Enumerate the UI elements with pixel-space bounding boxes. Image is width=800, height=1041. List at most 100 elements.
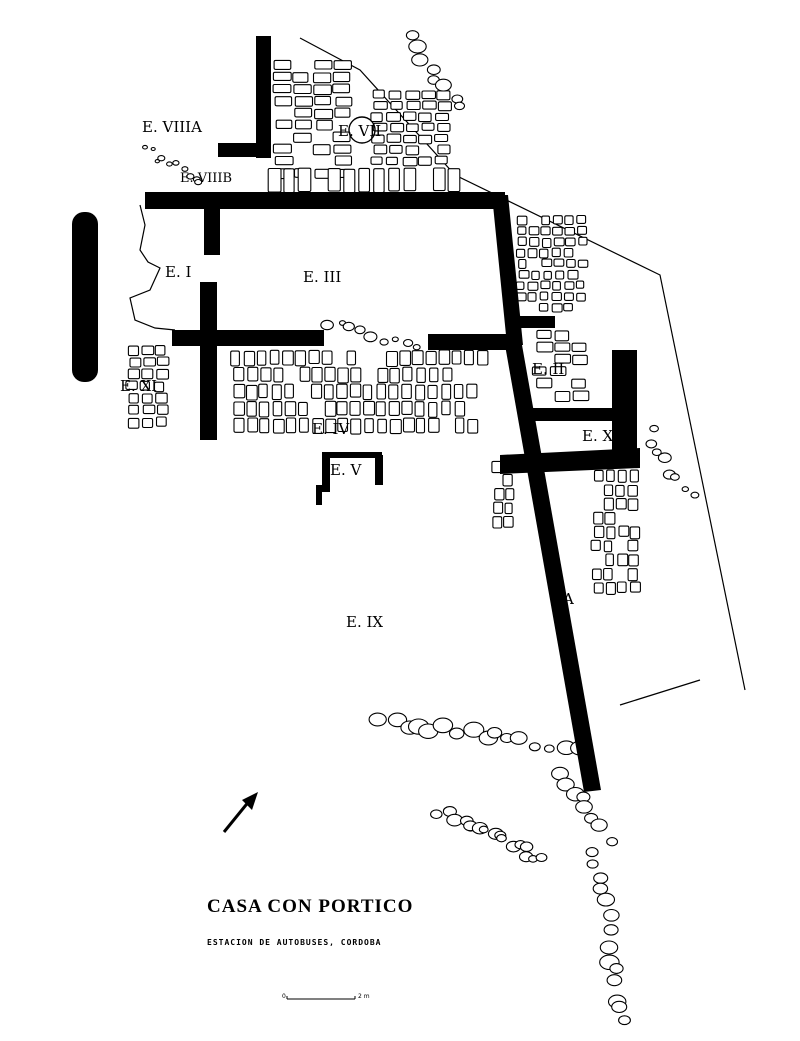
paving-stone <box>272 401 283 417</box>
paving-stone <box>406 123 419 133</box>
paving-stone <box>386 133 402 143</box>
paving-stone <box>141 368 154 380</box>
paving-stone <box>551 247 561 258</box>
paving-stone <box>373 101 388 110</box>
rubble-stone <box>657 452 672 464</box>
paving-stone <box>518 258 527 269</box>
paving-stone <box>463 349 474 366</box>
rubble-stone <box>496 834 507 843</box>
paving-stone <box>553 258 565 267</box>
rubble-stone <box>402 338 414 348</box>
paving-stone <box>543 270 552 280</box>
paving-stone <box>349 383 362 398</box>
paving-stone <box>538 302 549 312</box>
paving-stone <box>502 473 513 487</box>
paving-stone <box>313 84 332 96</box>
paving-stone <box>540 280 551 290</box>
paving-stone <box>415 384 426 401</box>
paving-stone <box>437 122 451 132</box>
paving-stone <box>388 401 400 416</box>
paving-stone <box>386 112 402 122</box>
paving-stone <box>337 367 349 384</box>
paving-stone <box>593 511 604 525</box>
paving-stone <box>563 247 574 258</box>
paving-stone <box>314 60 333 70</box>
scale-bar: 0 2 m <box>282 993 370 1000</box>
scale-end-label: 2 m <box>358 993 370 1000</box>
paving-stone <box>605 582 616 595</box>
paving-stone <box>552 281 561 291</box>
rubble-stone <box>681 486 690 493</box>
wall-middle-east <box>428 334 510 350</box>
label-room-i: E. I <box>165 263 191 281</box>
rubble-stone <box>519 841 534 852</box>
paving-stone <box>274 155 294 166</box>
paving-stone <box>294 107 313 118</box>
paving-stone <box>273 367 284 383</box>
paving-stone <box>233 417 245 433</box>
paving-stone <box>275 119 293 129</box>
paving-stone <box>311 366 323 383</box>
paving-stone <box>554 330 570 342</box>
paving-stone <box>283 168 295 194</box>
rubble-stone <box>379 338 389 346</box>
wall-e1-divider-lower <box>200 282 217 440</box>
paving-stone <box>528 226 540 236</box>
paving-stone <box>246 401 257 417</box>
rubble-stone <box>543 744 555 753</box>
paving-stone <box>334 155 353 166</box>
label-wall-a: A <box>562 590 574 608</box>
paving-stone <box>516 215 528 226</box>
rubble-stone <box>599 940 619 955</box>
paving-stone <box>388 90 402 100</box>
rubble-stone <box>651 448 662 457</box>
wall-middle <box>172 330 324 346</box>
paving-stone <box>552 226 563 236</box>
paving-stone <box>428 401 438 418</box>
wall-e5-box-right <box>375 455 383 485</box>
rubble-stone <box>669 473 680 481</box>
rubble-stone <box>611 1000 628 1014</box>
paving-stone <box>515 248 526 258</box>
paving-stone <box>406 100 421 111</box>
paving-stone <box>141 417 154 429</box>
paving-stone <box>141 393 153 404</box>
paving-stone <box>629 526 641 540</box>
paving-stone <box>385 156 398 166</box>
label-room-iv: E. IV <box>312 420 350 438</box>
paving-stone <box>551 291 562 302</box>
paving-stone <box>518 270 530 279</box>
paving-stone <box>627 484 638 497</box>
paving-stone <box>292 72 309 83</box>
paving-stone <box>389 418 402 435</box>
paving-stone <box>590 539 601 551</box>
paving-stone <box>577 225 588 235</box>
rubble-stone <box>408 39 427 54</box>
paving-stone <box>336 401 348 416</box>
paving-stone <box>503 515 514 528</box>
paving-stone <box>373 144 388 155</box>
label-room-xii: E. XII <box>582 427 625 445</box>
paving-stone <box>333 144 352 154</box>
paving-stone <box>566 258 576 268</box>
rubble-stone <box>645 439 658 449</box>
rubble-stone <box>150 146 156 152</box>
rubble-stone <box>478 825 489 834</box>
paving-stone <box>155 416 167 427</box>
paving-stone <box>442 367 453 382</box>
paving-stone <box>372 122 388 132</box>
paving-stone <box>294 96 314 107</box>
label-room-v: E. V <box>330 461 362 479</box>
paving-stone <box>372 89 385 99</box>
label-room-iii: E. III <box>303 268 341 286</box>
paving-stone <box>362 384 373 401</box>
paving-stone <box>271 384 282 401</box>
paving-stone <box>531 270 540 281</box>
paving-stone <box>314 95 332 106</box>
rubble-stone <box>391 336 399 343</box>
rubble-stone <box>586 859 599 869</box>
rubble-stone <box>320 319 334 331</box>
paving-stone <box>539 291 549 301</box>
paving-stone <box>332 71 351 83</box>
paving-stone <box>427 384 438 400</box>
